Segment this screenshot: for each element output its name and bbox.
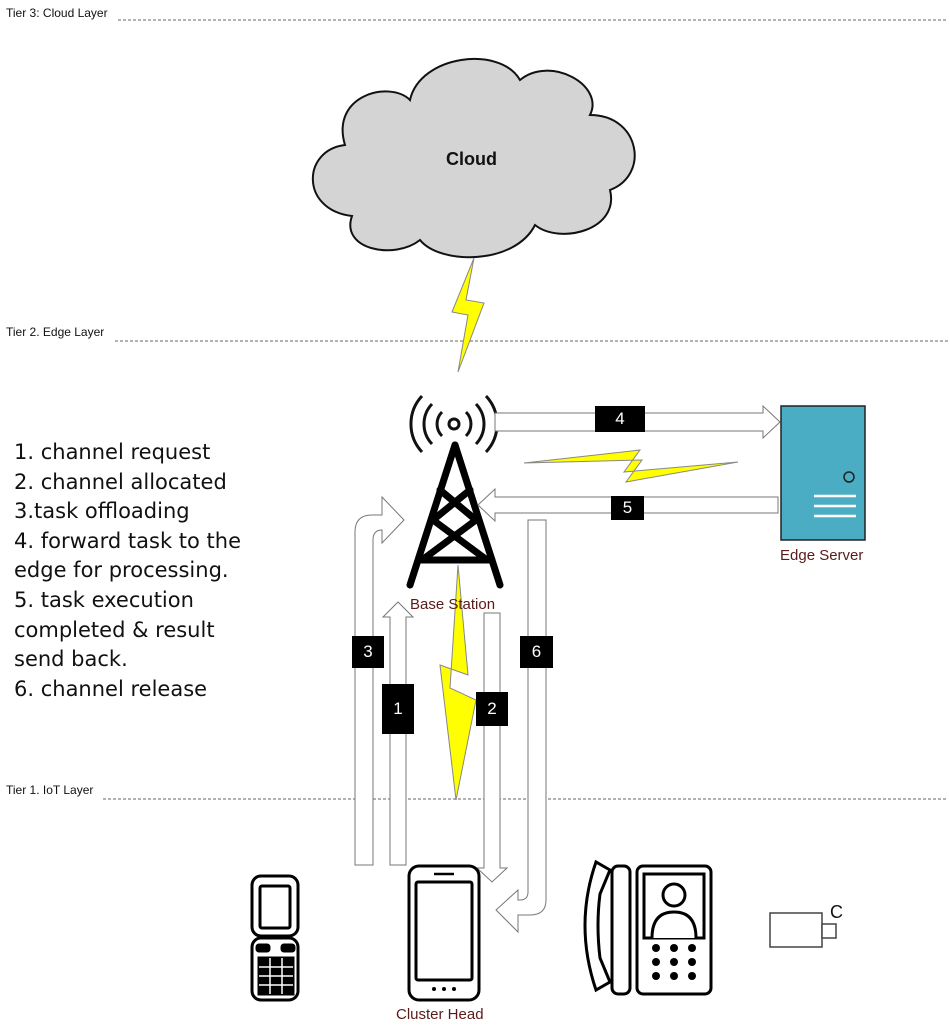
legend-line: 1. channel request xyxy=(14,440,211,464)
step-5-badge: 5 xyxy=(611,496,644,520)
edge-server-icon xyxy=(780,405,866,541)
cluster-head-smartphone-icon xyxy=(407,864,481,1002)
step-4-badge: 4 xyxy=(595,406,645,432)
legend: 1. channel request 2. channel allocated … xyxy=(14,438,241,704)
video-phone-icon xyxy=(583,859,713,996)
base-station-label: Base Station xyxy=(410,596,496,613)
lightning-cloud-link-icon xyxy=(451,257,485,373)
cloud-label: Cloud xyxy=(446,149,497,169)
legend-line: send back. xyxy=(14,647,128,672)
camera-label: C xyxy=(830,902,843,922)
tier-3-label: Tier 3: Cloud Layer xyxy=(6,6,108,20)
legend-line: 2. channel allocated xyxy=(14,469,227,494)
step-1-badge: 1 xyxy=(382,684,414,734)
base-station-tower-icon xyxy=(406,441,504,589)
arrow-task-offload xyxy=(354,495,405,866)
legend-line: edge for processing. xyxy=(14,558,229,583)
tier-1-label: Tier 1. IoT Layer xyxy=(6,783,94,797)
lightning-edge-link-icon xyxy=(523,449,739,483)
legend-line: 4. forward task to the xyxy=(14,528,242,553)
legend-line: 3.task offloading xyxy=(14,499,190,524)
step-3-badge: 3 xyxy=(352,636,384,668)
step-2-badge: 2 xyxy=(476,692,508,726)
flip-phone-icon xyxy=(250,874,300,1002)
edge-server-label: Edge Server xyxy=(780,547,864,564)
tier-2-label: Tier 2. Edge Layer xyxy=(6,325,105,339)
legend-line: 5. task execution xyxy=(14,587,194,612)
cloud-shape xyxy=(311,58,636,259)
legend-line: 6. channel release xyxy=(14,676,208,701)
step-6-badge: 6 xyxy=(520,636,553,668)
camera-icon xyxy=(769,912,837,948)
lightning-iot-link-icon xyxy=(439,564,477,801)
legend-line: completed & result xyxy=(14,617,215,642)
cluster-head-label: Cluster Head xyxy=(396,1006,484,1023)
arrow-channel-release xyxy=(495,519,547,934)
arrow-channel-allocated xyxy=(475,612,509,883)
